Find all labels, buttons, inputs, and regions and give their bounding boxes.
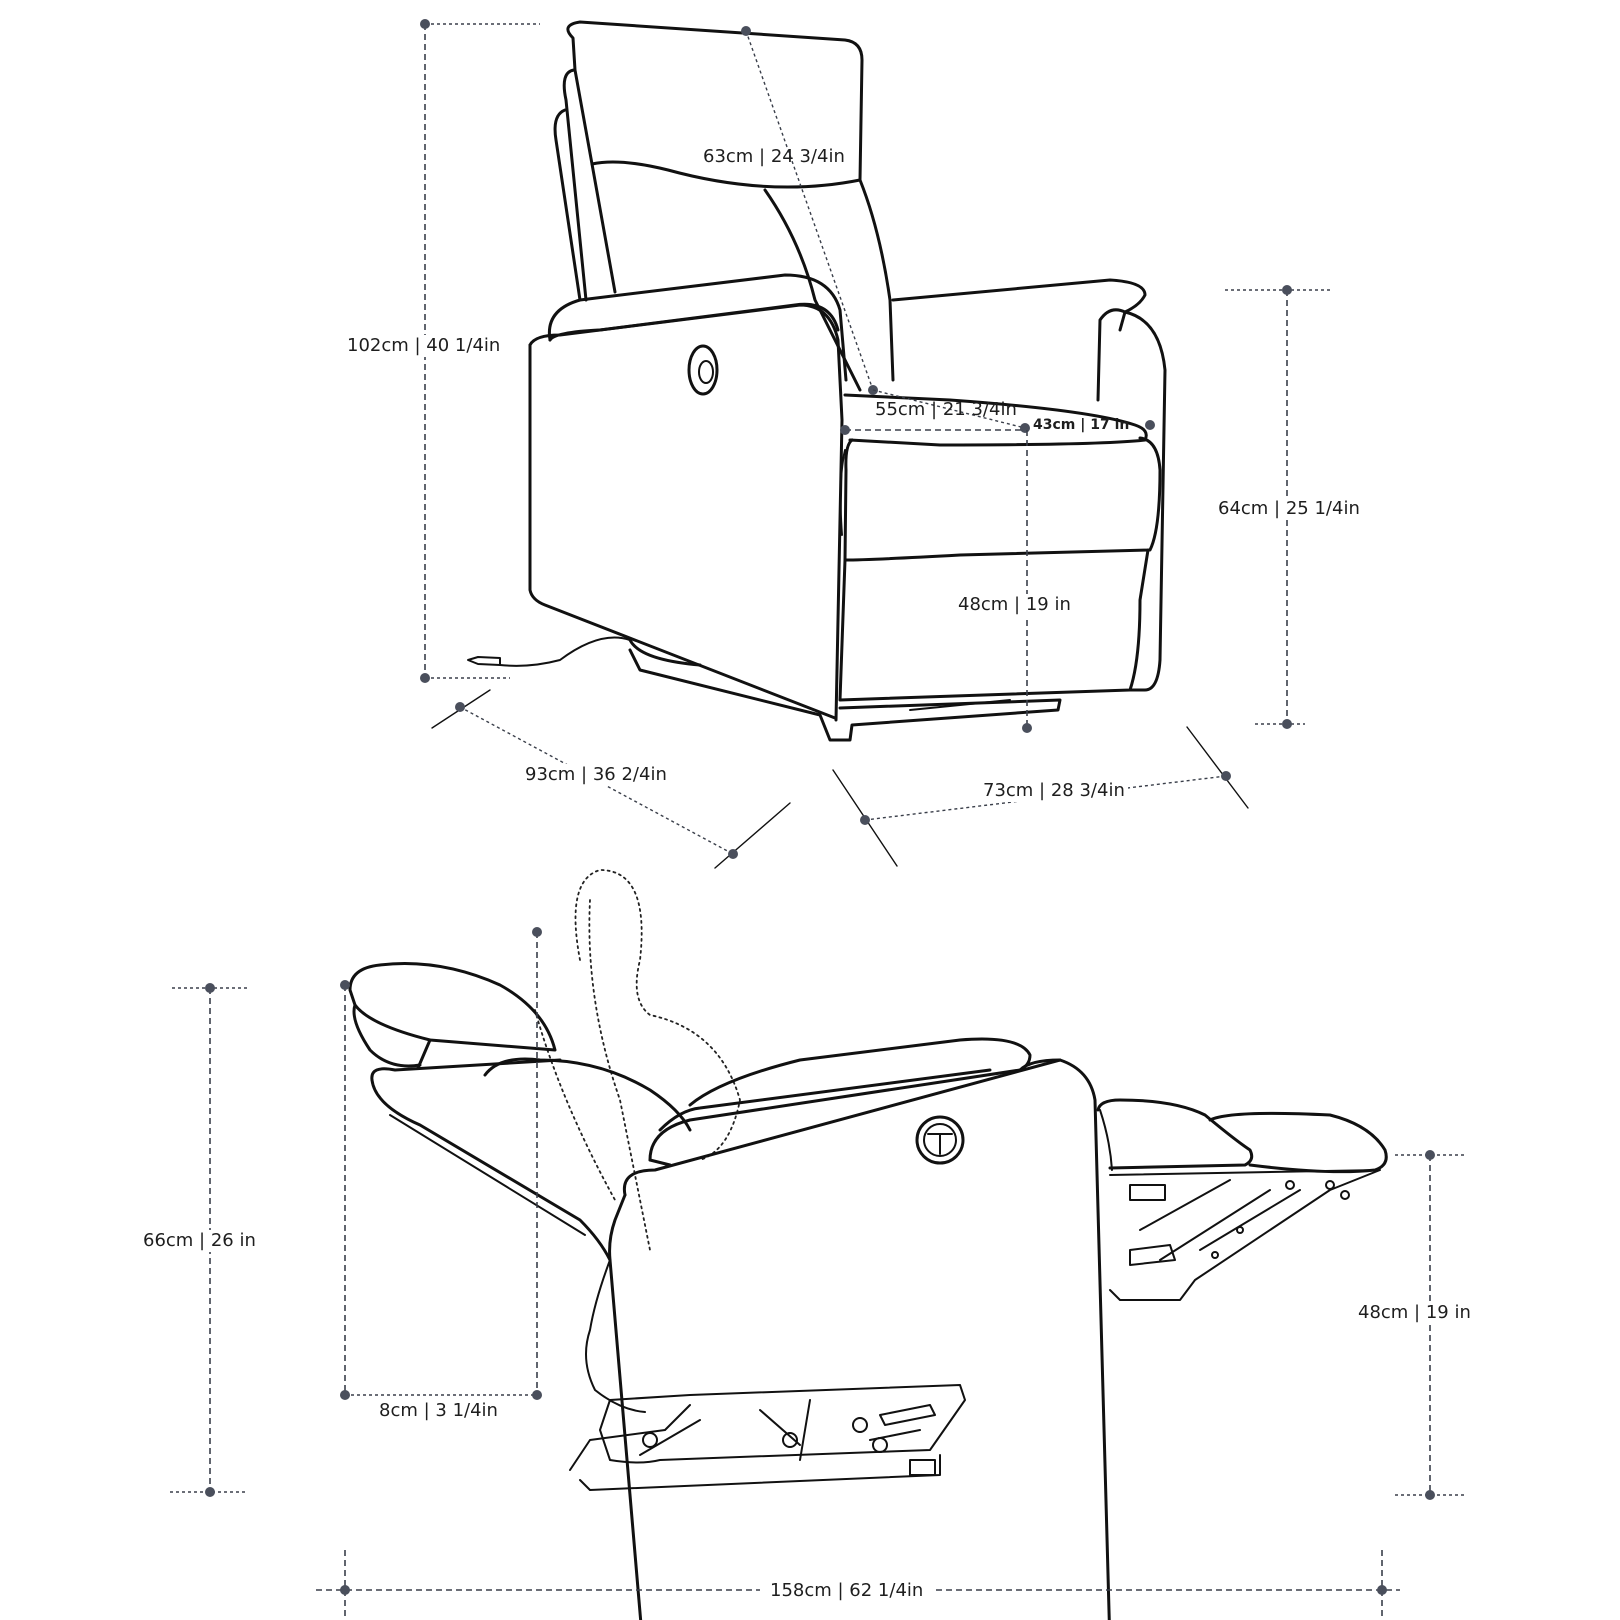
power-button-icon: [687, 344, 719, 396]
total-width-label: 73cm | 28 3/4in: [980, 780, 1128, 802]
reclined-length-label: 158cm | 62 1/4in: [760, 1580, 934, 1602]
seat-depth-label: 55cm | 21 3/4in: [875, 399, 1017, 420]
reclined-dimension-lines: [170, 927, 1465, 1620]
reclined-height-label: 66cm | 26 in: [140, 1230, 259, 1252]
wall-clearance-label: 8cm | 3 1/4in: [376, 1400, 501, 1422]
armrest-height-label: 64cm | 25 1/4in: [1215, 498, 1363, 520]
seat-height-label: 48cm | 19 in: [955, 594, 1074, 616]
reclined-recliner-drawing: [348, 869, 1388, 1620]
footrest-height-label: 48cm | 19 in: [1355, 1302, 1474, 1324]
power-button-icon-reclined: [915, 1115, 965, 1165]
power-cord-icon: [467, 636, 631, 667]
upright-dimension-lines: [420, 19, 1330, 869]
total-height-label: 102cm | 40 1/4in: [344, 335, 504, 357]
total-depth-label: 93cm | 36 2/4in: [522, 764, 670, 786]
seat-width-label: 43cm | 17 in: [1033, 417, 1130, 433]
backrest-height-label: 63cm | 24 3/4in: [703, 146, 845, 167]
upright-recliner-drawing: [467, 20, 1167, 742]
